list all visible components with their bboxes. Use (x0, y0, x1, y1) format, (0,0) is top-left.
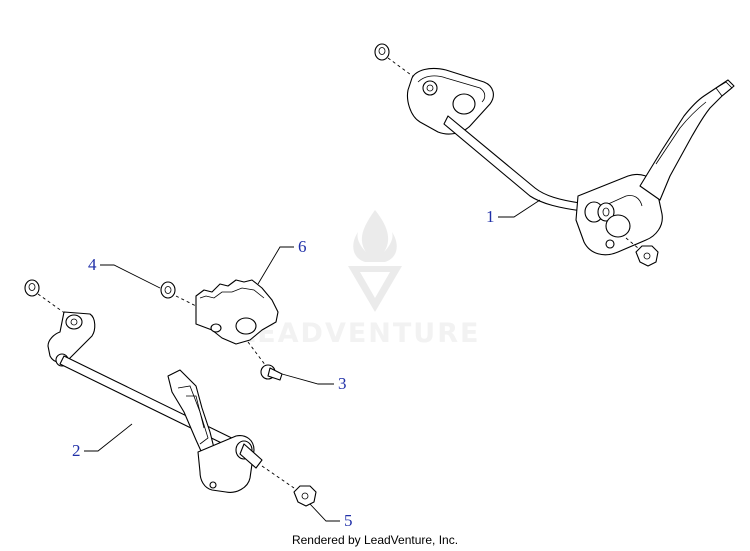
callout-3: 3 (281, 373, 347, 393)
detent-plate (195, 279, 279, 345)
shoulder-screw-icon (260, 364, 283, 381)
watermark: LEADVENTURE (238, 210, 480, 349)
callout-label: 6 (298, 237, 307, 256)
washer-upper-icon (374, 43, 390, 61)
lock-nut-lower-icon (293, 485, 317, 507)
watermark-v-icon (348, 266, 402, 312)
washer-lower-icon (24, 279, 40, 297)
callout-1: 1 (486, 199, 541, 226)
footer-credit: Rendered by LeadVenture, Inc. (291, 533, 459, 547)
watermark-text: LEADVENTURE (238, 318, 480, 349)
callout-4: 4 (88, 255, 161, 289)
callout-6: 6 (257, 237, 307, 285)
watermark-flame-icon (353, 210, 397, 262)
callout-label: 3 (338, 374, 347, 393)
throttle-lever-assembly-lower (24, 279, 317, 507)
nut-icon (160, 281, 176, 299)
callout-label: 5 (344, 511, 353, 530)
callout-label: 4 (88, 255, 97, 274)
callout-label: 1 (486, 207, 495, 226)
lock-nut-upper-icon (635, 245, 659, 267)
callout-5: 5 (309, 503, 353, 530)
callout-label: 2 (72, 441, 81, 460)
throttle-lever-assembly-upper (374, 43, 735, 267)
callout-2: 2 (72, 423, 133, 460)
